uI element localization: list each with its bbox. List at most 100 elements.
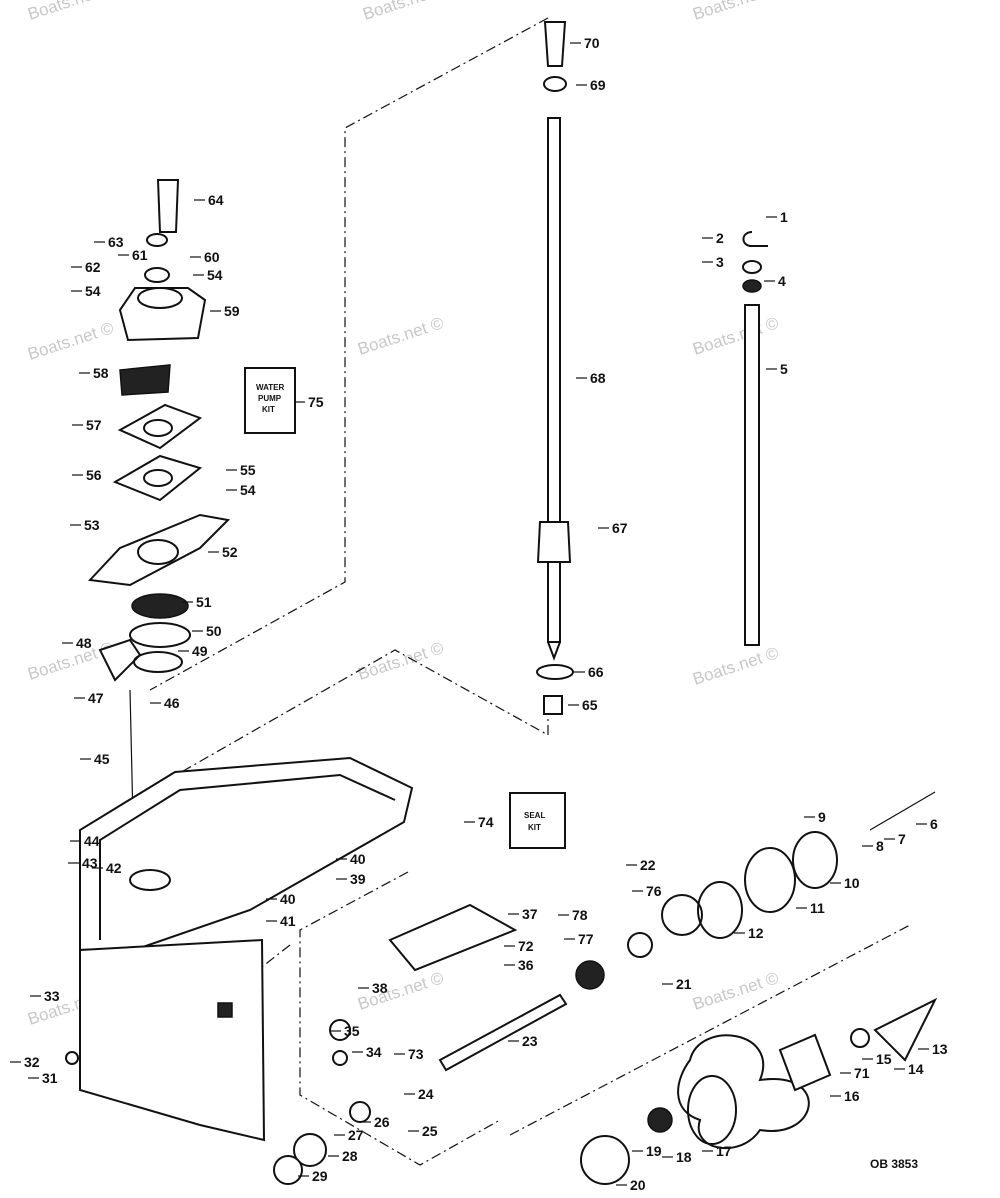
- impeller-part: [119, 364, 171, 396]
- callout-14: 14: [908, 1061, 924, 1077]
- callout-3: 3: [716, 254, 724, 270]
- watermark-text: Boats.net ©: [690, 313, 781, 359]
- seal-kit-part: [509, 792, 566, 849]
- prop-shaft-group: [65, 791, 936, 1185]
- callout-63: 63: [108, 234, 124, 250]
- callout-71: 71: [854, 1065, 870, 1081]
- watermark-text: Boats.net ©: [355, 313, 446, 359]
- callout-2: 2: [716, 230, 724, 246]
- callout-13: 13: [932, 1041, 948, 1057]
- callout-1: 1: [780, 209, 788, 225]
- callout-40: 40: [280, 891, 296, 907]
- callout-36: 36: [518, 957, 534, 973]
- watermark-text: Boats.net ©: [690, 968, 781, 1014]
- callout-18: 18: [676, 1149, 692, 1165]
- callout-76: 76: [646, 883, 662, 899]
- callout-48: 48: [76, 635, 92, 651]
- callout-24: 24: [418, 1086, 434, 1102]
- callout-77: 77: [578, 931, 594, 947]
- shift-rod-part: [744, 304, 760, 646]
- shaft-bushing-part: [543, 21, 567, 67]
- skeg-part: [79, 938, 266, 1142]
- callout-59: 59: [224, 303, 240, 319]
- callout-74: 74: [478, 814, 494, 830]
- callout-11: 11: [810, 900, 825, 916]
- callout-55: 55: [240, 462, 256, 478]
- o-ring-part: [536, 664, 574, 680]
- callout-72: 72: [518, 938, 534, 954]
- callout-22: 22: [640, 857, 656, 873]
- pump-gasket-part: [112, 454, 203, 502]
- propeller-part: [677, 1034, 810, 1149]
- callout-23: 23: [522, 1033, 538, 1049]
- callout-8: 8: [876, 838, 884, 854]
- callout-60: 60: [204, 249, 220, 265]
- shift-rod-group: [742, 231, 768, 646]
- callout-78: 78: [572, 907, 588, 923]
- callout-33: 33: [44, 988, 60, 1004]
- kit-label-layer: WATER PUMP KIT SEAL KIT: [256, 383, 545, 832]
- callout-27: 27: [348, 1127, 364, 1143]
- water-pump-kit-line-1: WATER: [256, 383, 285, 392]
- prop-spacer-part: [778, 1033, 832, 1092]
- watermark-text: Boats.net ©: [25, 318, 116, 364]
- water-pump-group: [87, 179, 231, 821]
- callout-17: 17: [716, 1143, 732, 1159]
- watermark-text: Boats.net ©: [25, 638, 116, 684]
- pump-plate-part: [117, 403, 203, 450]
- callout-75: 75: [308, 394, 324, 410]
- callout-29: 29: [312, 1168, 328, 1184]
- callout-21: 21: [676, 976, 692, 992]
- callout-26: 26: [374, 1114, 390, 1130]
- callout-65: 65: [582, 697, 598, 713]
- callout-37: 37: [522, 906, 538, 922]
- callout-38: 38: [372, 980, 388, 996]
- callout-28: 28: [342, 1148, 358, 1164]
- callout-40: 40: [350, 851, 366, 867]
- callout-25: 25: [422, 1123, 438, 1139]
- propeller-shaft-part: [438, 993, 568, 1072]
- water-pump-kit-line-3: KIT: [262, 405, 275, 414]
- alignment-lines: [149, 17, 911, 1166]
- shaft-seal-part: [543, 76, 567, 92]
- drawing-code: OB 3853: [870, 1157, 918, 1171]
- callout-54: 54: [240, 482, 256, 498]
- callout-16: 16: [844, 1088, 860, 1104]
- callout-39: 39: [350, 871, 366, 887]
- callout-6: 6: [930, 816, 938, 832]
- callout-57: 57: [86, 417, 102, 433]
- callout-54: 54: [85, 283, 101, 299]
- watermark-text: Boats.net: [25, 0, 99, 24]
- callout-46: 46: [164, 695, 180, 711]
- callout-56: 56: [86, 467, 102, 483]
- callout-41: 41: [280, 913, 296, 929]
- drive-shaft-group: [536, 21, 574, 715]
- watermark-text: Boats.net ©: [355, 968, 446, 1014]
- callout-20: 20: [630, 1177, 646, 1193]
- drive-shaft-part: [547, 117, 561, 529]
- callout-61: 61: [132, 247, 148, 263]
- pump-base-part: [87, 513, 231, 587]
- callout-35: 35: [344, 1023, 360, 1039]
- watermark-text: Boats.net ©: [355, 638, 446, 684]
- callout-34: 34: [366, 1044, 382, 1060]
- callout-68: 68: [590, 370, 606, 386]
- gearcase-housing-part: [79, 756, 414, 952]
- callout-58: 58: [93, 365, 109, 381]
- watermark-text: Boats.ne: [360, 0, 430, 24]
- shaft-bearing-part: [543, 695, 563, 715]
- callout-69: 69: [590, 77, 606, 93]
- callout-73: 73: [408, 1046, 424, 1062]
- callout-54: 54: [207, 267, 223, 283]
- callout-4: 4: [778, 273, 786, 289]
- callout-67: 67: [612, 520, 628, 536]
- water-pump-kit-part: [244, 367, 296, 434]
- callout-49: 49: [192, 643, 208, 659]
- watermark-text: Boats.net ©: [690, 643, 781, 689]
- water-pump-kit-line-2: PUMP: [258, 394, 282, 403]
- callout-31: 31: [42, 1070, 58, 1086]
- callout-62: 62: [85, 259, 101, 275]
- callout-5: 5: [780, 361, 788, 377]
